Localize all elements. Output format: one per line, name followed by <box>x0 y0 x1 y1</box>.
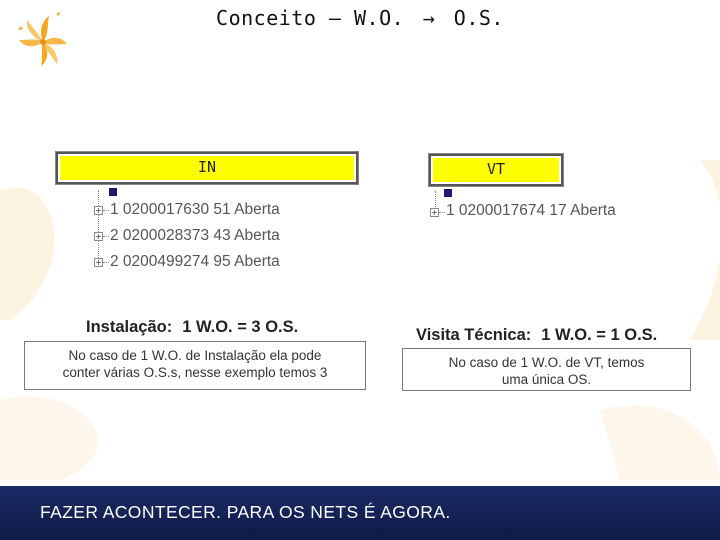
tree-row[interactable]: 1 0200017674 17 Aberta <box>446 202 616 219</box>
installation-equation: 1 W.O. = 3 O.S. <box>182 318 299 336</box>
technical-visit-note-line: uma única OS. <box>501 372 592 387</box>
tree-connector <box>103 210 109 211</box>
technical-visit-section-title: Visita Técnica: 1 W.O. = 1 O.S. <box>416 326 657 345</box>
expand-icon[interactable]: + <box>94 258 103 267</box>
title-end-text: O.S. <box>453 6 504 30</box>
tree-root-node-icon <box>444 189 452 197</box>
vt-header-bar: VT <box>429 154 563 186</box>
tree-connector <box>103 236 109 237</box>
installation-section-title: Instalação: 1 W.O. = 3 O.S. <box>86 318 298 337</box>
expand-icon[interactable]: + <box>94 232 103 241</box>
tree-connector <box>435 191 436 213</box>
expand-icon[interactable]: + <box>94 206 103 215</box>
tree-connector <box>98 190 99 264</box>
technical-visit-label: Visita Técnica: <box>416 326 532 344</box>
installation-note-line: No caso de 1 W.O. de Instalação ela pode <box>68 348 322 363</box>
installation-label: Instalação: <box>86 318 173 336</box>
technical-visit-note-line: No caso de 1 W.O. de VT, temos <box>448 355 645 370</box>
footer-banner: FAZER ACONTECER. PARA OS NETS É AGORA. <box>0 486 720 540</box>
tree-connector <box>103 262 109 263</box>
tree-connector <box>439 212 445 213</box>
technical-visit-note-box: No caso de 1 W.O. de VT, temos uma única… <box>402 348 691 391</box>
tree-row[interactable]: 1 0200017630 51 Aberta <box>110 201 280 218</box>
vt-header-label: VT <box>486 160 506 178</box>
installation-note-line: conter várias O.S.s, nesse exemplo temos… <box>62 365 328 380</box>
installation-note-box: No caso de 1 W.O. de Instalação ela pode… <box>24 341 366 390</box>
footer-slogan: FAZER ACONTECER. PARA OS NETS É AGORA. <box>40 502 451 522</box>
arrow-right-icon: → <box>422 6 436 30</box>
in-header-bar: IN <box>56 152 358 184</box>
in-header-label: IN <box>197 158 217 176</box>
company-logo-icon <box>18 12 67 66</box>
tree-root-node-icon <box>109 188 117 196</box>
title-text: Conceito – W.O. <box>216 6 405 30</box>
slide-title: Conceito – W.O. → O.S. <box>0 6 720 30</box>
tree-row[interactable]: 2 0200028373 43 Aberta <box>110 227 280 244</box>
technical-visit-equation: 1 W.O. = 1 O.S. <box>541 326 658 344</box>
expand-icon[interactable]: + <box>430 208 439 217</box>
tree-row[interactable]: 2 0200499274 95 Aberta <box>110 253 280 270</box>
